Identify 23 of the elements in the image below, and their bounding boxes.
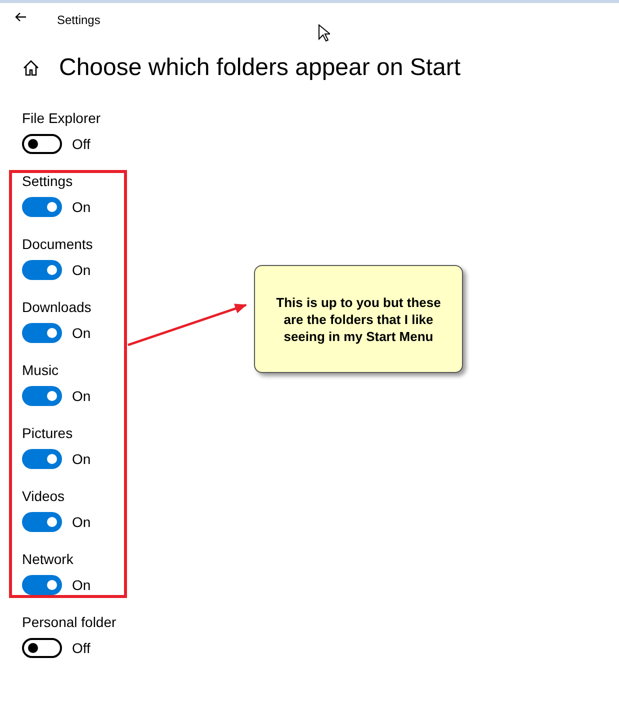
setting-label: Settings (22, 173, 73, 189)
setting-label: Pictures (22, 425, 73, 441)
page-title: Choose which folders appear on Start (59, 53, 461, 83)
setting-label: Documents (22, 236, 93, 252)
toggle-state: On (72, 514, 91, 530)
callout-box: This is up to you but these are the folders that I like seeing in my Start Menu (254, 265, 463, 373)
toggle-state: On (72, 388, 91, 404)
highlight-frame (9, 170, 127, 598)
setting-label: Personal folder (22, 614, 116, 630)
toggle-state: On (72, 325, 91, 341)
toggle-state: On (72, 262, 91, 278)
arrow (128, 304, 247, 346)
toggle-state: Off (72, 136, 90, 152)
toggle-state: On (72, 451, 91, 467)
setting-label: Music (22, 362, 59, 378)
setting-label: File Explorer (22, 110, 101, 126)
setting-label: Network (22, 551, 74, 567)
setting-label: Videos (22, 488, 65, 504)
setting-label: Downloads (22, 299, 92, 315)
toggle-state: Off (72, 640, 90, 656)
window-title: Settings (57, 12, 100, 29)
toggle-state: On (72, 577, 91, 593)
toggle-state: On (72, 199, 91, 215)
